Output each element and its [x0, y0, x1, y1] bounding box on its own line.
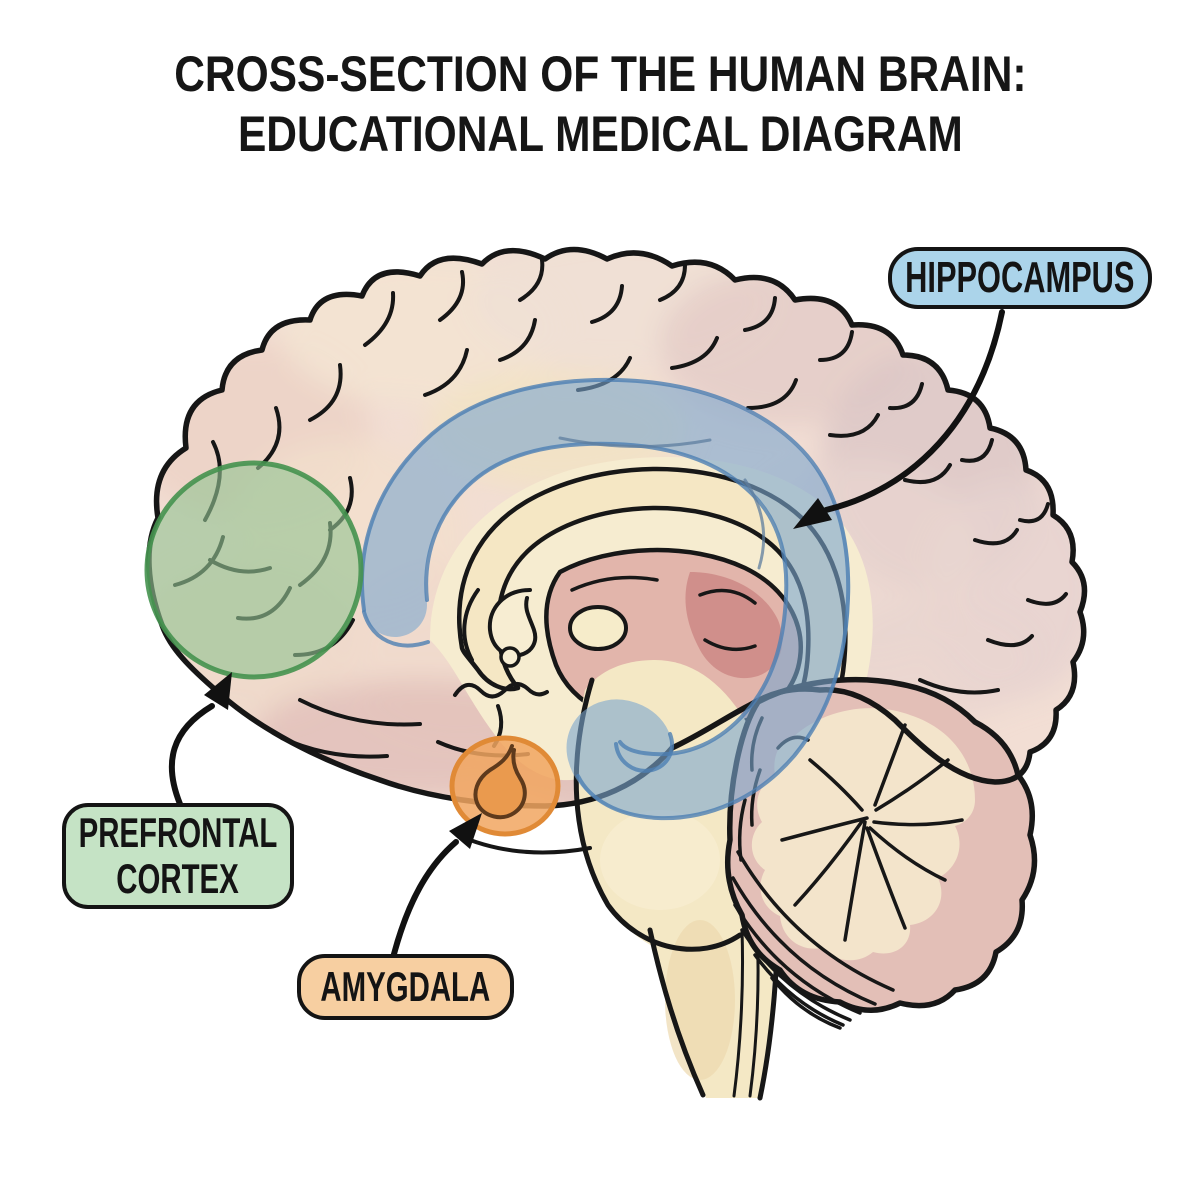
amygdala-highlight — [449, 735, 561, 837]
cerebrum-outline — [146, 246, 1088, 809]
medulla-left-outline — [647, 927, 706, 1098]
annotation-arrows — [168, 309, 1005, 957]
cerebellum-striations — [731, 716, 895, 1030]
title-line-2: EDUCATIONAL MEDICAL DIAGRAM — [237, 106, 963, 162]
hippocampus-arrow — [823, 309, 1005, 513]
pulvinar-patch — [685, 572, 783, 679]
hippocampus-label-text: HIPPOCAMPUS — [905, 253, 1135, 302]
hippocampus-arrowhead — [793, 498, 832, 529]
optic-recess — [499, 646, 521, 668]
page-title: CROSS-SECTION OF THE HUMAN BRAIN: EDUCAT… — [0, 44, 1200, 164]
prefrontal-arrowhead — [204, 672, 232, 710]
amygdala-arrow — [391, 839, 459, 957]
prefrontal-cortex-highlight — [144, 460, 364, 680]
hippocampus-label: HIPPOCAMPUS — [888, 247, 1152, 309]
title-line-1: CROSS-SECTION OF THE HUMAN BRAIN: — [173, 46, 1027, 102]
cerebellum — [725, 676, 1038, 1030]
prefrontal-arrow — [168, 703, 215, 807]
amygdala-body — [473, 744, 527, 820]
amygdala-arrowhead — [449, 813, 482, 849]
prefrontal-label-line-1: PREFRONTAL — [78, 809, 278, 856]
prefrontal-cortex-label: PREFRONTAL CORTEX — [62, 803, 294, 909]
interthalamic-adhesion — [568, 605, 628, 651]
amygdala-label: AMYGDALA — [297, 954, 514, 1020]
prefrontal-label-line-2: CORTEX — [116, 855, 240, 902]
amygdala-label-text: AMYGDALA — [320, 963, 491, 1010]
hippocampus-region-highlight — [359, 377, 851, 821]
hippocampus-band-edges — [359, 377, 851, 821]
